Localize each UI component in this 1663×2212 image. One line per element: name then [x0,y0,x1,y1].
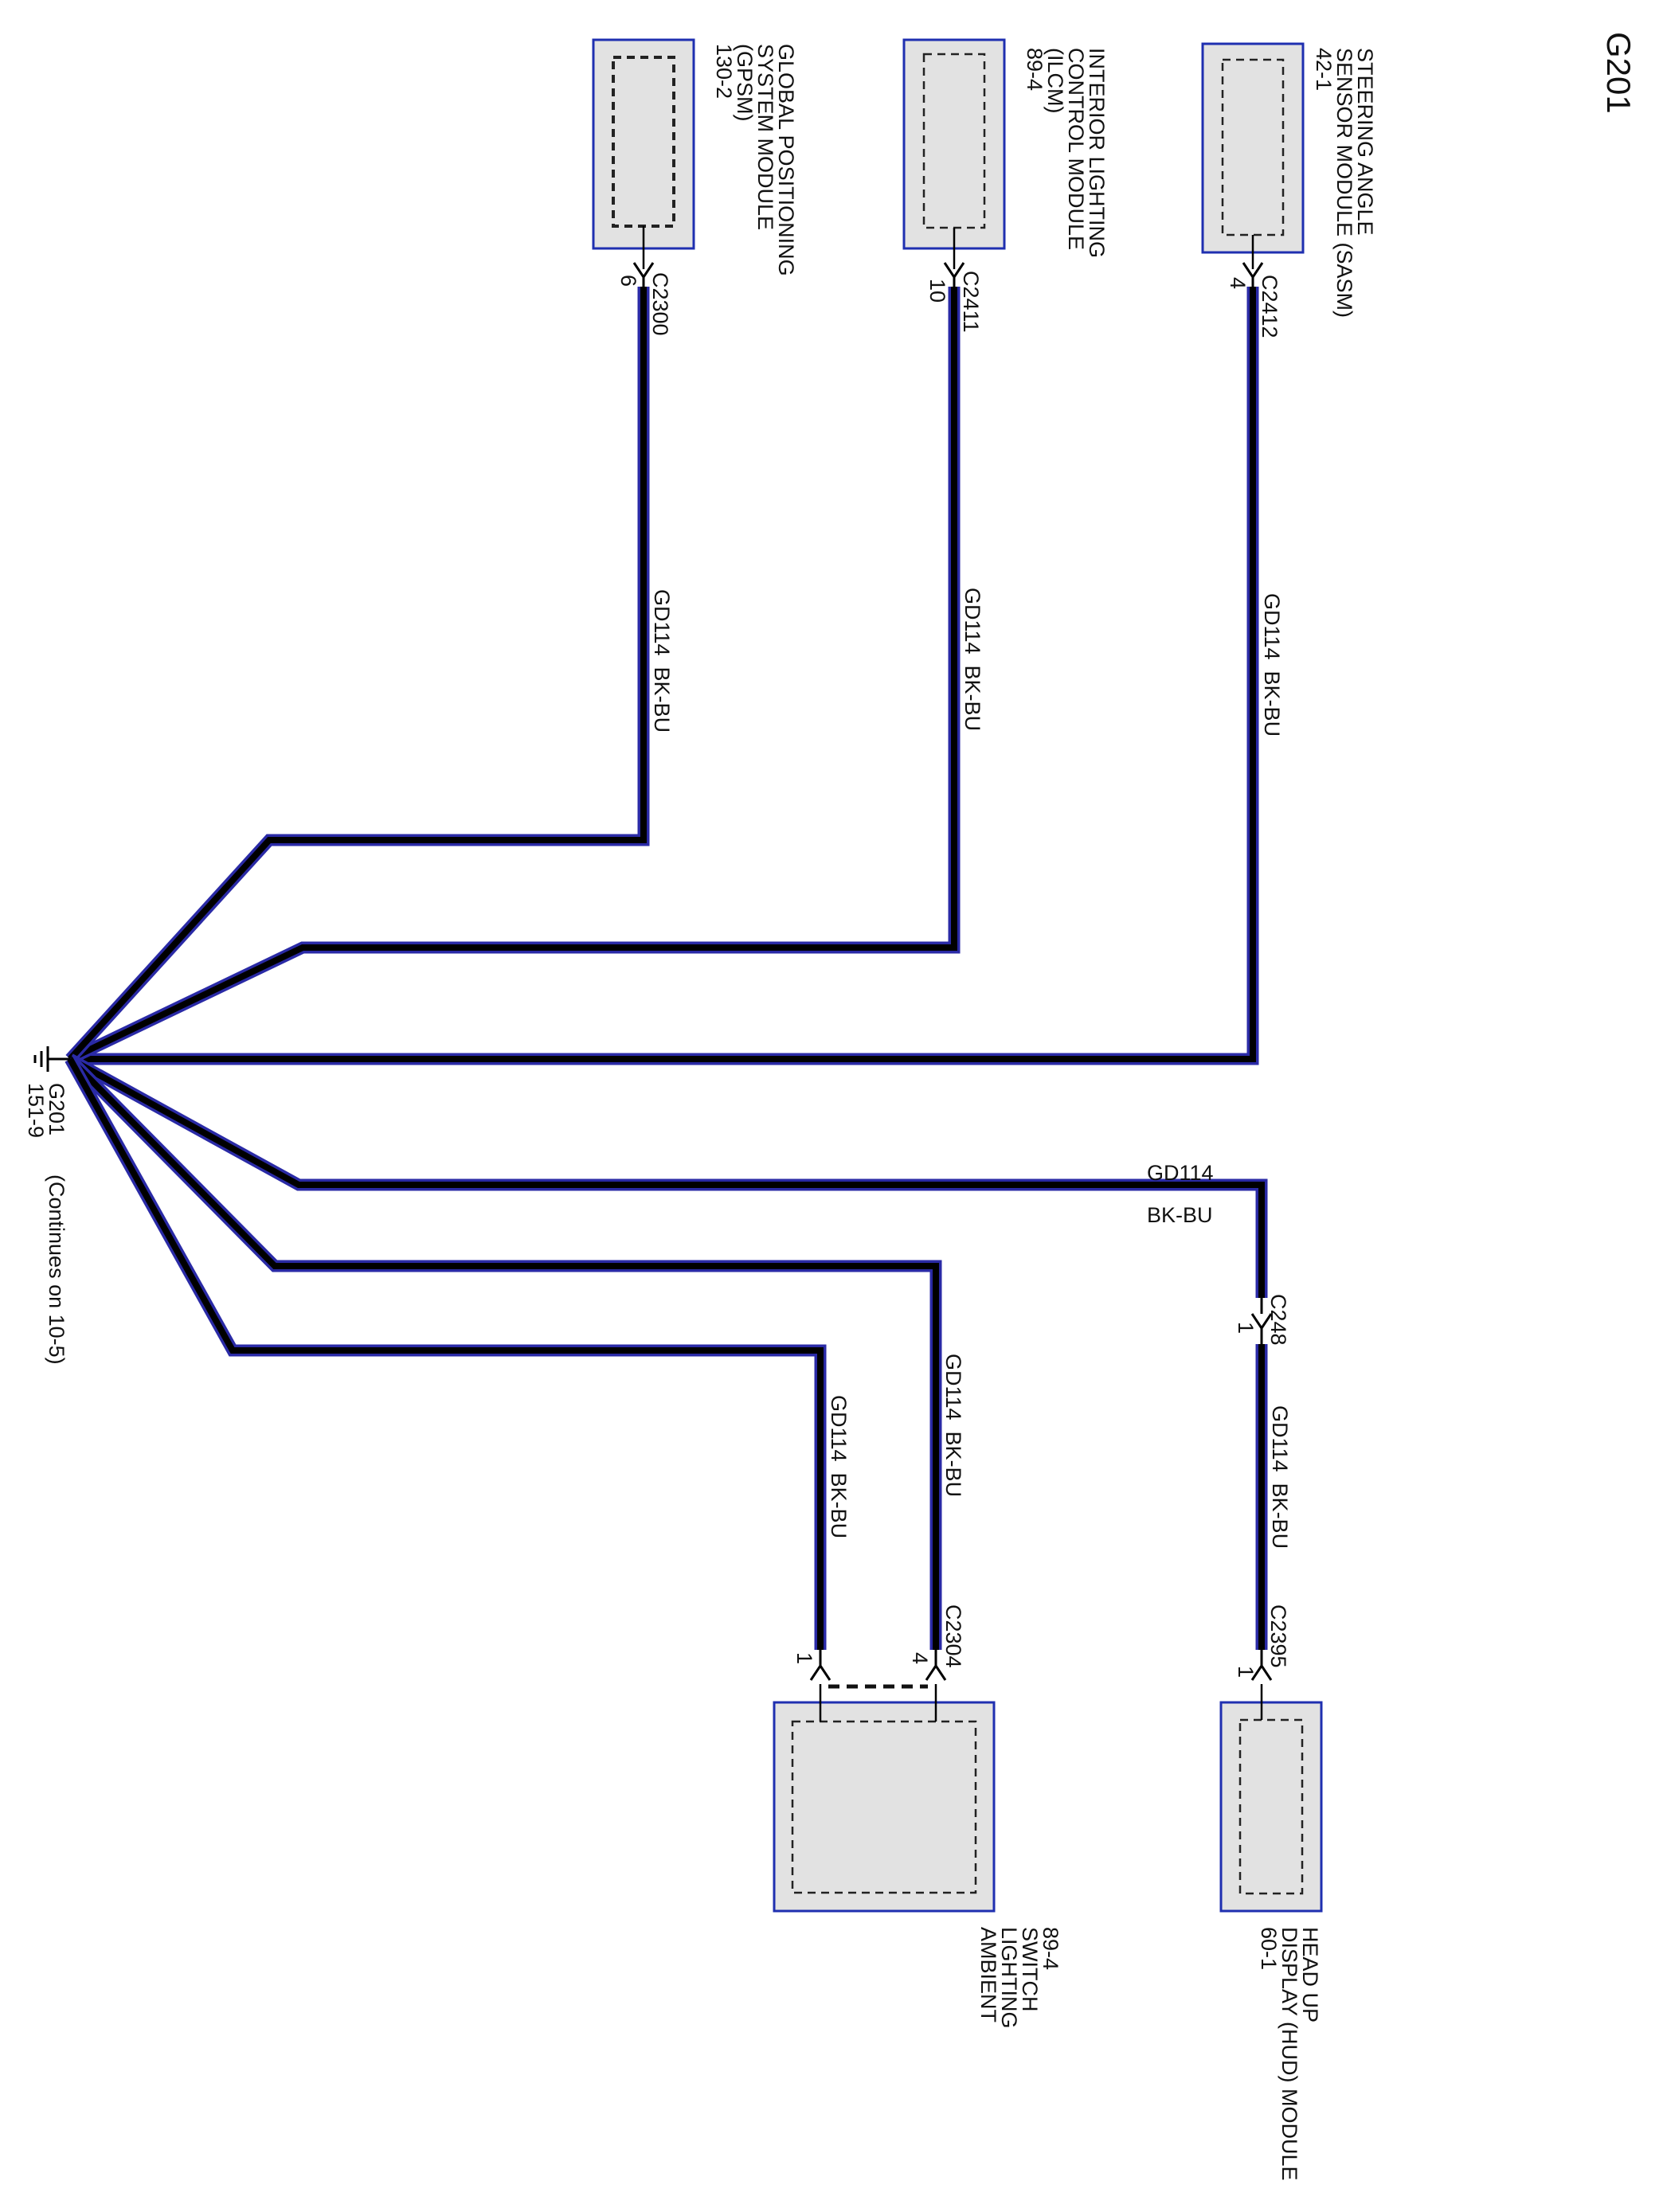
pin-ambient-4: 4 [908,1652,932,1664]
module-ambient[interactable] [773,1684,996,1913]
pin-sasm: 4 [1226,277,1250,289]
wire-ambient-1-circuit: GD114BK-BU [827,1395,851,1538]
connector-c248-label: C248 [1266,1294,1290,1346]
connector-c2412-icon [1242,262,1264,287]
wire-ilcm-circuit: GD114BK-BU [961,588,984,731]
connector-c2412-label: C2412 [1258,275,1281,338]
wire-ilcm[interactable] [68,287,957,1062]
connector-c2411-icon [943,262,965,287]
ground-label: G201 151-9 [24,1083,68,1142]
wires [65,287,1268,1650]
module-sasm-label: STEERING ANGLE SENSOR MODULE (SASM) 42-1 [1312,48,1377,324]
module-hud[interactable] [1219,1684,1323,1913]
wire-sasm[interactable] [70,287,1256,1062]
pin-ilcm: 10 [925,279,949,303]
ground-symbol [33,1046,70,1072]
wire-hud-feed-circuit: GD114 [1147,1161,1214,1185]
wire-hud-feed-color: BK-BU [1147,1203,1213,1227]
connector-c2411-label: C2411 [959,271,983,333]
page-title: G201 [1600,32,1638,114]
connector-c2304-pin1-icon [809,1650,832,1681]
wire-gpsm[interactable] [68,287,647,1061]
module-gpsm-label: GLOBAL POSITIONING SYSTEM MODULE (GPSM) … [712,44,798,282]
module-sasm-inner [1221,58,1285,236]
connector-c2300-icon [632,262,655,287]
connector-c2304-pin4-icon [925,1650,947,1681]
module-hud-inner [1238,1718,1304,1895]
module-ambient-inner [791,1720,977,1894]
module-ilcm-label: INTERIOR LIGHTING CONTROL MODULE (ILCM) … [1023,48,1109,264]
connector-c2395-icon [1250,1650,1273,1681]
pin-gpsm: 6 [616,275,640,287]
wire-hud-circuit: GD114BK-BU [1268,1405,1292,1549]
wire-gpsm-circuit: GD114BK-BU [650,589,674,733]
module-ambient-box[interactable] [773,1701,996,1913]
connector-symbols [632,262,1273,1681]
module-sasm-box[interactable] [1201,42,1305,254]
pin-ambient-1: 1 [792,1652,816,1664]
wire-ambient-4-circuit: GD114BK-BU [941,1354,965,1497]
wire-ambient-1-outer[interactable] [65,1056,827,1650]
module-gpsm[interactable] [592,38,695,269]
pin-hud: 1 [1234,1666,1258,1678]
module-ilcm-box[interactable] [902,38,1006,250]
module-hud-label: HEAD UP DISPLAY (HUD) MODULE 60-1 [1257,1927,1322,2187]
wire-sasm-circuit: GD114BK-BU [1260,593,1284,737]
wire-hud-feed[interactable] [68,1056,1265,1298]
module-gpsm-box[interactable] [592,38,695,250]
module-hud-box[interactable] [1219,1701,1323,1913]
module-ilcm[interactable] [902,38,1006,269]
wire-ambient-4[interactable] [68,1057,939,1650]
module-ambient-label: AMBIENT LIGHTING SWITCH 89-4 [976,1927,1062,2034]
connector-c2300-label: C2300 [648,272,672,336]
connector-c2395-label: C2395 [1266,1604,1290,1668]
ground-note: (Continues on 10-5) [45,1174,68,1365]
connector-c248-icon [1250,1298,1273,1344]
connector-c2304-label: C2304 [941,1604,965,1668]
wire-ilcm-outer[interactable] [67,287,961,1065]
module-sasm[interactable] [1201,42,1305,269]
wire-ambient-1[interactable] [67,1057,824,1650]
pin-c248: 1 [1234,1322,1258,1334]
